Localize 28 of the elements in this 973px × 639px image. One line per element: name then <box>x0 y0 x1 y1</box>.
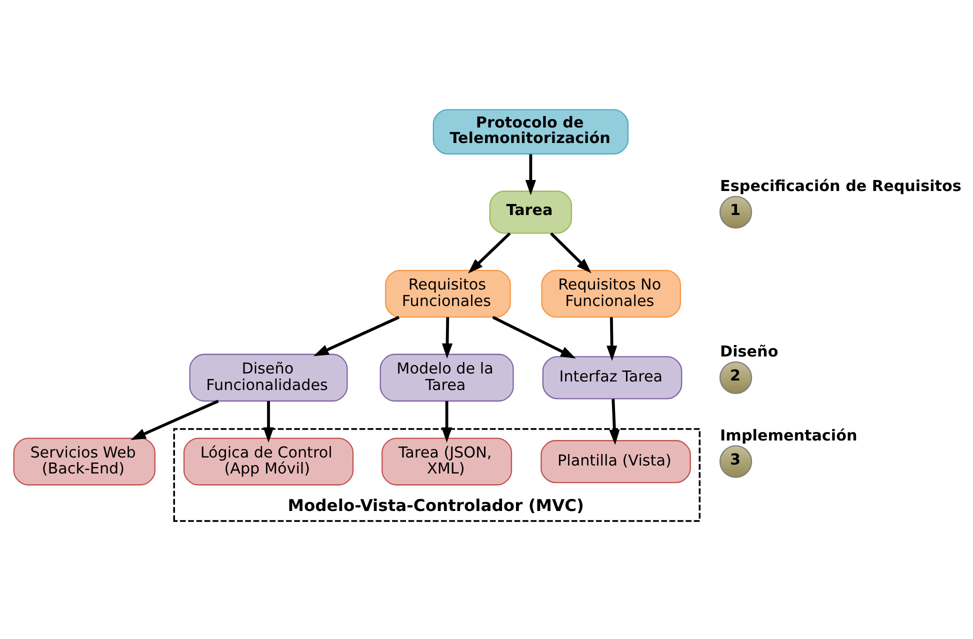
arrow <box>312 315 400 356</box>
node-circle: 2 <box>718 360 752 394</box>
arrow <box>441 316 452 358</box>
node-box: Protocolo de Telemonitorización <box>432 108 628 154</box>
node-box: Servicios Web (Back-End) <box>12 437 155 485</box>
arrow <box>262 400 274 442</box>
arrow <box>440 400 452 442</box>
node-box: Tarea <box>488 190 572 234</box>
arrow <box>549 232 591 273</box>
node-box: Tarea (JSON, XML) <box>381 437 512 485</box>
node-label: Implementación <box>720 426 857 444</box>
arrow <box>608 398 620 444</box>
node-label: Especificación de Requisitos <box>720 176 961 195</box>
node-box: Requisitos No Funcionales <box>540 269 681 318</box>
node-circle: 1 <box>718 195 752 228</box>
node-box: Interfaz Tarea <box>542 356 682 399</box>
arrow <box>467 232 510 273</box>
arrow <box>606 316 617 360</box>
node-box: Lógica de Control (App Móvil) <box>182 437 354 485</box>
node-label: Diseño <box>720 342 778 360</box>
node-box: Modelo de la Tarea <box>379 353 514 402</box>
arrow <box>524 154 536 195</box>
arrow <box>130 399 218 440</box>
node-box: Diseño Funcionalidades <box>188 353 348 402</box>
node-circle: 3 <box>718 444 752 478</box>
arrow <box>492 315 576 358</box>
node-box: Plantilla (Vista) <box>540 440 690 483</box>
node-box: Requisitos Funcionales <box>384 269 510 318</box>
